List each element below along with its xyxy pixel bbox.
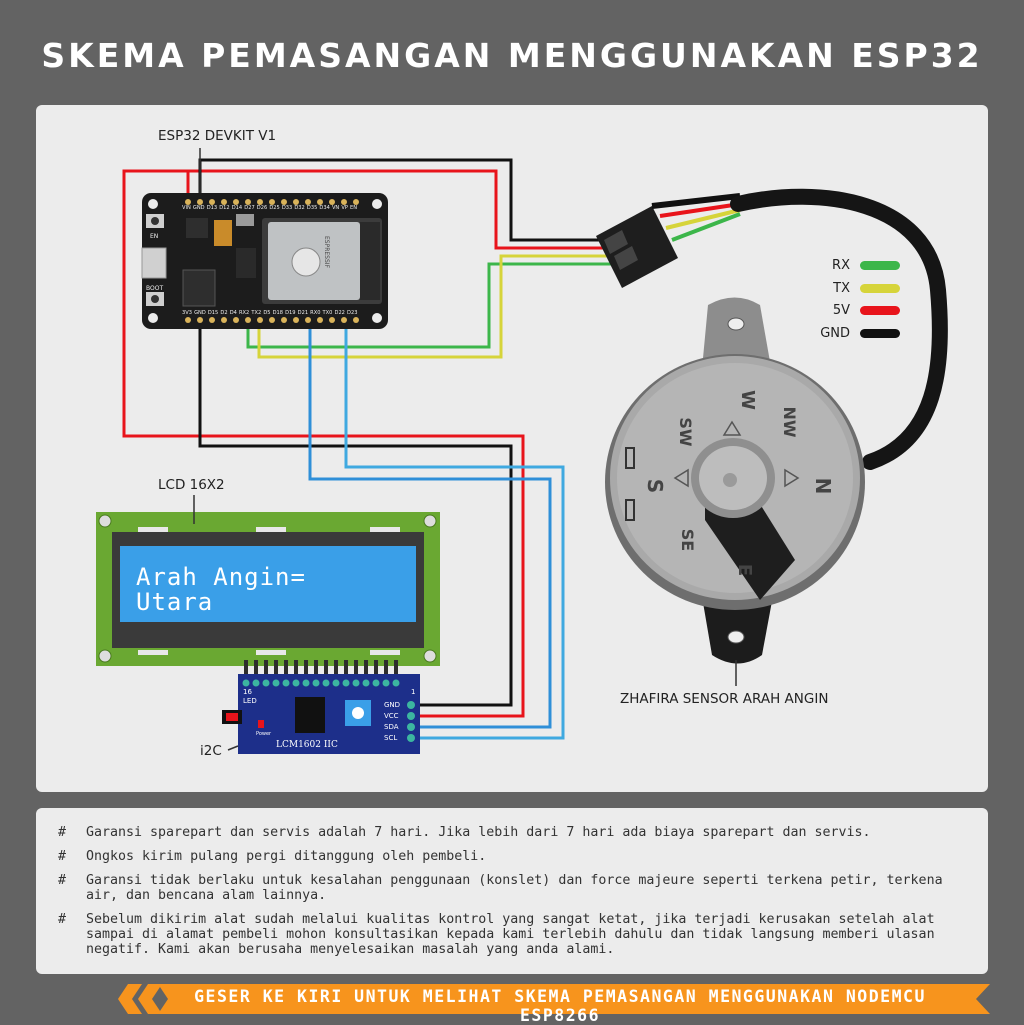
i2c-label: i2C (200, 743, 222, 759)
notes-panel (36, 808, 988, 974)
i2c-power-label: Power (256, 731, 272, 737)
note-bullet: # (58, 912, 67, 927)
i2c-led-label: LED (243, 697, 257, 705)
legend-swatch-tx (860, 284, 900, 293)
note-text: Sebelum dikirim alat sudah melalui kuali… (86, 912, 935, 957)
wire-sda (308, 320, 552, 729)
compass-n: N (811, 478, 835, 495)
lcd-line-1: Arah Angin= (136, 563, 306, 591)
next-banner-text: GESER KE KIRI UNTUK MELIHAT SKEMA PEMASA… (194, 987, 926, 1025)
esp32-chip-label: ESPRESSIF (323, 236, 330, 269)
note-bullet: # (58, 873, 67, 888)
legend-swatch-5v (860, 306, 900, 315)
esp32-top-pins: VIN GND D13 D12 D14 D27 D26 D25 D33 D32 … (182, 205, 358, 211)
note-text: Garansi tidak berlaku untuk kesalahan pe… (86, 873, 943, 903)
sensor-label: ZHAFIRA SENSOR ARAH ANGIN (620, 691, 829, 707)
compass-nw: NW (780, 406, 799, 437)
wire-scl (344, 320, 565, 740)
compass-sw: SW (676, 417, 695, 447)
wire-5v-sensor (188, 169, 612, 250)
legend-swatch-rx (860, 261, 900, 270)
i2c-pin-scl: SCL (384, 734, 398, 742)
wind-direction-sensor: W S N SW NW SE E (605, 297, 865, 686)
i2c-module-label: LCM1602 IIC (276, 740, 338, 750)
esp32-button-boot: BOOT (146, 285, 164, 292)
legend-label-5v: 5V (832, 303, 850, 318)
i2c-pin-1: 1 (411, 688, 416, 696)
wire-tx (257, 254, 612, 359)
esp32-bottom-pins: 3V3 GND D15 D2 D4 RX2 TX2 D5 D18 D19 D21… (182, 310, 358, 316)
page-title: SKEMA PEMASANGAN MENGGUNAKAN ESP32 (41, 36, 983, 75)
compass-w: W (737, 390, 758, 410)
lcd-16x2 (96, 495, 440, 666)
i2c-pin-16: 16 (243, 688, 252, 696)
note-text: Ongkos kirim pulang pergi ditanggung ole… (86, 849, 487, 864)
i2c-pin-sda: SDA (384, 723, 399, 731)
wire-rx (246, 262, 612, 349)
i2c-pin-gnd: GND (384, 701, 401, 709)
next-banner[interactable] (118, 981, 990, 1017)
wire-gnd-i2c (198, 320, 513, 707)
compass-s: S (643, 479, 667, 493)
legend-label-gnd: GND (820, 326, 850, 341)
lcd-label: LCD 16X2 (158, 477, 225, 493)
note-bullet: # (58, 825, 67, 840)
sensor-connector (596, 188, 948, 470)
i2c-pin-vcc: VCC (384, 712, 399, 720)
esp32-button-en: EN (150, 233, 159, 240)
esp32-label: ESP32 DEVKIT V1 (158, 128, 277, 144)
legend-label-tx: TX (833, 281, 850, 296)
esp32-board (141, 193, 388, 329)
legend-label-rx: RX (832, 258, 850, 273)
compass-se: SE (678, 529, 697, 551)
lcd-line-2: Utara (136, 588, 214, 616)
compass-e: E (734, 564, 755, 576)
note-text: Garansi sparepart dan servis adalah 7 ha… (86, 825, 871, 840)
wiring-diagram: W S N SW NW SE E (96, 148, 948, 754)
legend-swatch-gnd (860, 329, 900, 338)
note-bullet: # (58, 849, 67, 864)
i2c-module (222, 660, 420, 754)
